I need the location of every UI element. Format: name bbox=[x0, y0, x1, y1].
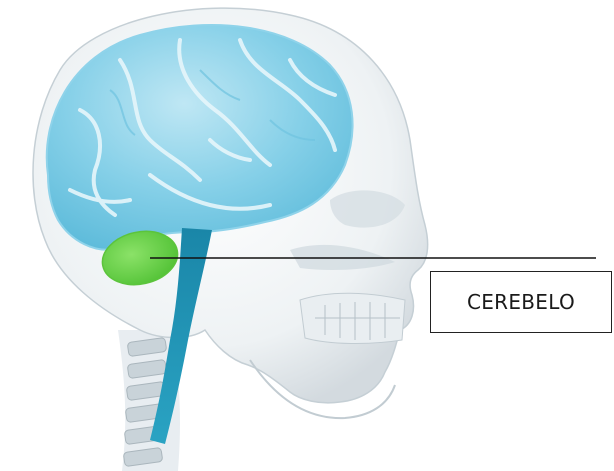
cerebellum-label-box: CEREBELO bbox=[430, 271, 612, 333]
cerebellum-label: CEREBELO bbox=[467, 290, 575, 314]
